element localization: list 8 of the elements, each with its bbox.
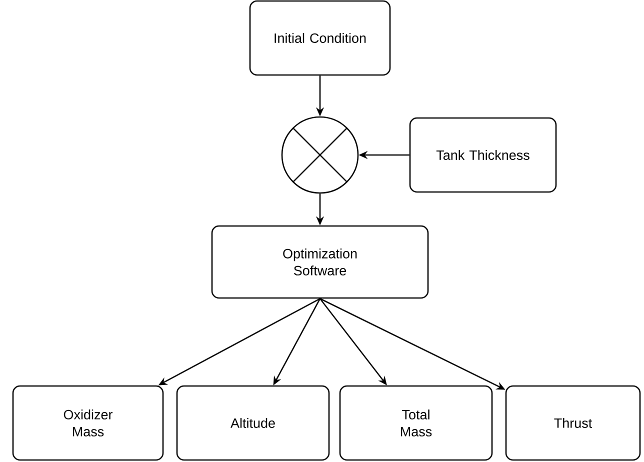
process-box: Thrust xyxy=(505,385,641,461)
summing-junction xyxy=(281,116,359,194)
process-box: Altitude xyxy=(176,385,330,461)
process-box: Optimization Software xyxy=(211,225,429,299)
process-box: Tank Thickness xyxy=(409,117,557,193)
process-box: Oxidizer Mass xyxy=(12,385,164,461)
process-box: Total Mass xyxy=(339,385,493,461)
process-box: Initial Condition xyxy=(249,0,391,76)
